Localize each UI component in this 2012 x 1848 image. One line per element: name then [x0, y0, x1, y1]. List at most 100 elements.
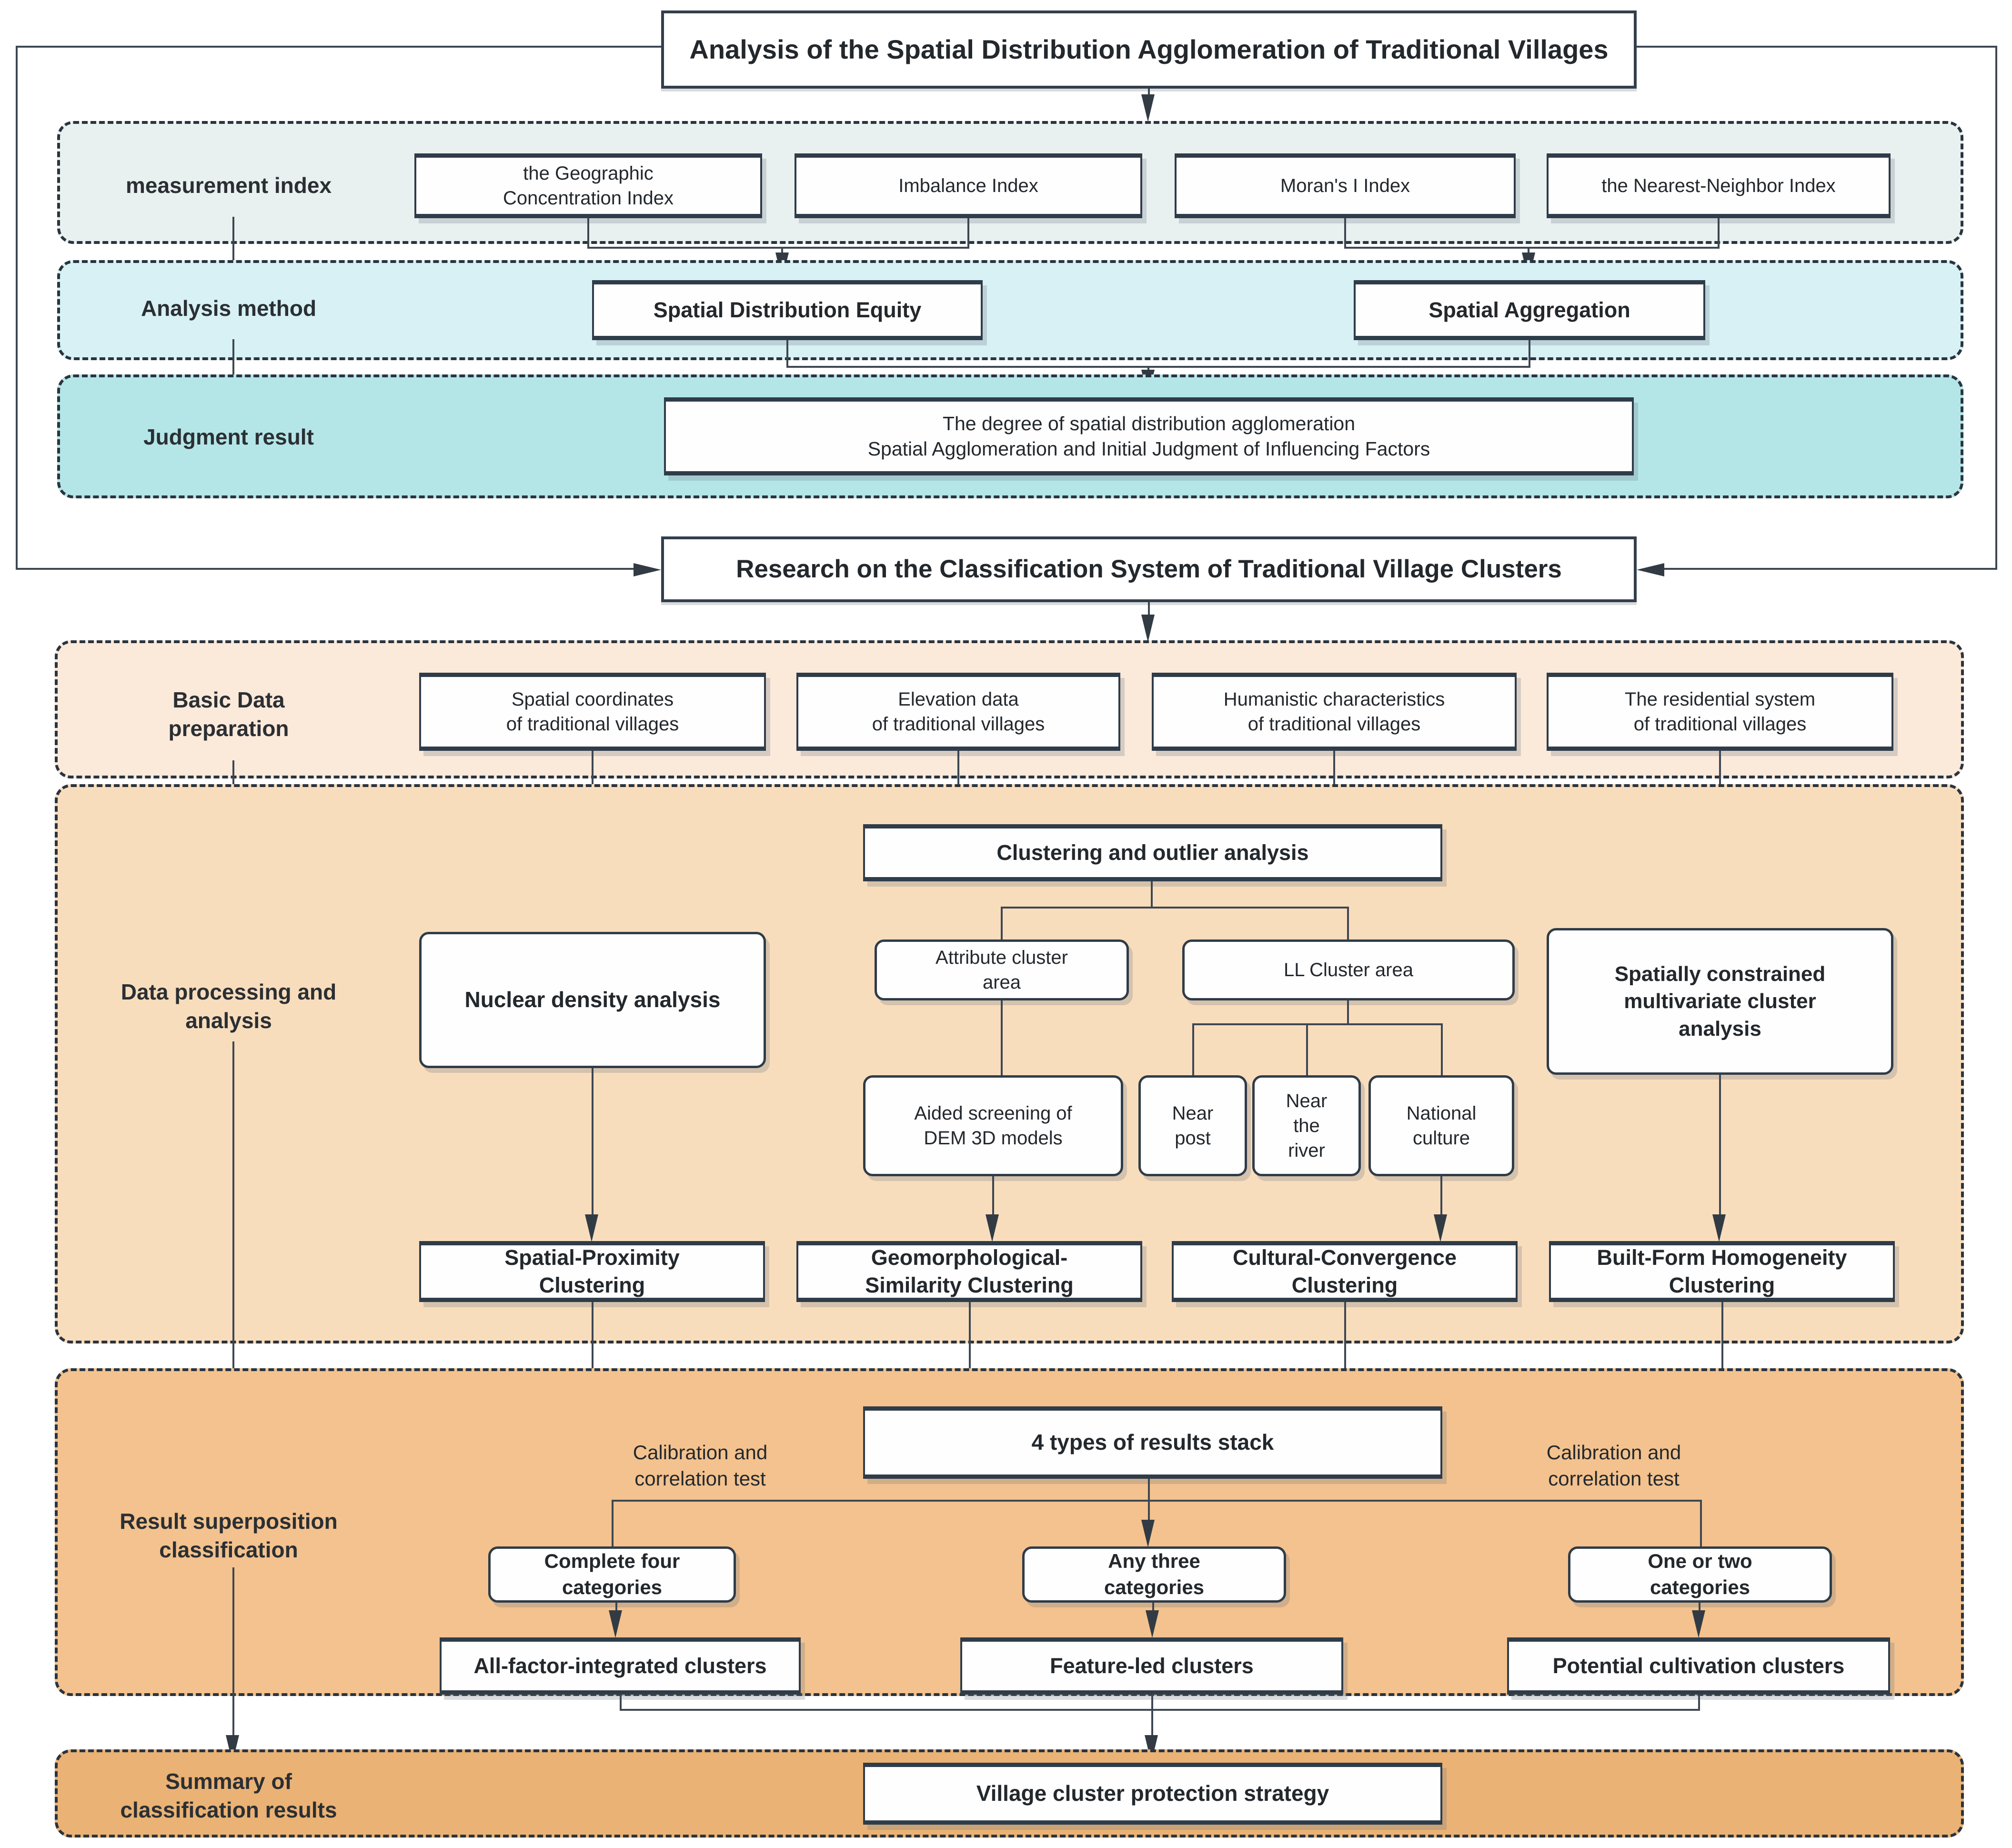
connector-line: [967, 218, 969, 249]
connector-line: [1698, 1695, 1700, 1711]
connector-line: [592, 1068, 594, 1215]
node-built-form-clustering: Built-Form Homogeneity Clustering: [1549, 1241, 1895, 1302]
label-analysis-method: Analysis method: [141, 296, 317, 321]
node-complete-four-categories: Complete four categories: [488, 1546, 736, 1603]
connector-line: [16, 568, 635, 570]
note-calibration-right: Calibration and correlation test: [1546, 1441, 1681, 1490]
arrowhead-down-icon: [1141, 615, 1155, 642]
label-basic-data: Basic Data preparation: [168, 687, 289, 741]
connector-line: [620, 1709, 1700, 1711]
node-near-post: Near post: [1138, 1075, 1247, 1176]
connector-line: [1192, 1023, 1194, 1075]
connector-line: [1347, 907, 1349, 939]
connector-line: [1148, 602, 1150, 618]
connector-line: [587, 247, 969, 249]
connector-line: [1333, 751, 1335, 801]
connector-line: [1663, 568, 1995, 570]
node-spatial-coordinates: Spatial coordinates of traditional villa…: [419, 673, 766, 751]
connector-line: [620, 1695, 622, 1711]
connector-line: [1718, 218, 1720, 249]
label-data-processing: Data processing and analysis: [121, 980, 337, 1033]
node-attribute-cluster-area: Attribute cluster area: [875, 939, 1129, 1000]
connector-line: [232, 339, 234, 395]
arrowhead-down-icon: [1141, 1520, 1155, 1547]
connector-line: [612, 1500, 614, 1546]
connector-line: [1721, 1302, 1723, 1378]
connector-line: [1151, 1709, 1153, 1736]
connector-line: [1151, 881, 1153, 909]
arrowhead-down-icon: [1141, 94, 1155, 122]
title-spatial-distribution-analysis: Analysis of the Spatial Distribution Agg…: [661, 10, 1637, 89]
connector-line: [786, 366, 1530, 368]
node-results-stack: 4 types of results stack: [863, 1406, 1442, 1479]
node-spatial-distribution-equity: Spatial Distribution Equity: [592, 280, 983, 340]
node-aided-screening-dem: Aided screening of DEM 3D models: [863, 1075, 1123, 1176]
node-geomorphological-clustering: Geomorphological- Similarity Clustering: [796, 1241, 1142, 1302]
connector-line: [587, 218, 589, 249]
node-spatial-aggregation: Spatial Aggregation: [1354, 280, 1705, 340]
connector-line: [1347, 1000, 1349, 1025]
connector-line: [615, 1603, 617, 1612]
connector-line: [1344, 218, 1346, 249]
connector-line: [1700, 1500, 1702, 1546]
connector-line: [781, 249, 783, 255]
node-all-factor-clusters: All-factor-integrated clusters: [440, 1637, 801, 1695]
label-summary: Summary of classification results: [120, 1769, 337, 1822]
connector-line: [1441, 1023, 1443, 1075]
arrowhead-down-icon: [585, 1214, 598, 1242]
arrowhead-down-icon: [1434, 1214, 1447, 1242]
node-geographic-concentration-index: the Geographic Concentration Index: [414, 153, 762, 218]
node-village-protection-strategy: Village cluster protection strategy: [863, 1763, 1442, 1825]
arrowhead-down-icon: [986, 1214, 999, 1242]
connector-line: [16, 46, 18, 570]
connector-line: [1306, 1023, 1308, 1075]
node-ll-cluster-area: LL Cluster area: [1182, 939, 1515, 1000]
title-classification-research: Research on the Classification System of…: [661, 536, 1637, 602]
arrowhead-down-icon: [1712, 1214, 1726, 1242]
connector-line: [592, 1302, 594, 1378]
connector-line: [1528, 249, 1529, 255]
node-residential-system: The residential system of traditional vi…: [1547, 673, 1893, 751]
connector-line: [1344, 247, 1720, 249]
node-cultural-convergence-clustering: Cultural-Convergence Clustering: [1172, 1241, 1518, 1302]
node-any-three-categories: Any three categories: [1022, 1546, 1286, 1603]
node-nuclear-density-analysis: Nuclear density analysis: [419, 932, 766, 1068]
arrowhead-down-icon: [1692, 1610, 1705, 1638]
connector-line: [1192, 1023, 1443, 1025]
label-judgment-result: Judgment result: [143, 424, 314, 450]
connector-line: [1719, 1075, 1721, 1215]
connector-line: [1001, 1000, 1003, 1075]
connector-line: [786, 340, 788, 368]
node-judgment-text: The degree of spatial distribution agglo…: [664, 397, 1634, 475]
node-elevation-data: Elevation data of traditional villages: [796, 673, 1120, 751]
node-spatially-constrained-cluster: Spatially constrained multivariate clust…: [1547, 928, 1893, 1075]
connector-line: [992, 1176, 994, 1215]
node-one-or-two-categories: One or two categories: [1568, 1546, 1832, 1603]
connector-line: [612, 1500, 1701, 1502]
note-calibration-left: Calibration and correlation test: [633, 1441, 768, 1490]
node-national-culture: National culture: [1368, 1075, 1514, 1176]
connector-line: [232, 217, 234, 269]
connector-line: [1699, 1603, 1700, 1612]
node-potential-cultivation-clusters: Potential cultivation clusters: [1507, 1637, 1890, 1695]
connector-line: [1152, 1603, 1154, 1612]
node-spatial-proximity-clustering: Spatial-Proximity Clustering: [419, 1241, 765, 1302]
node-nearest-neighbor-index: the Nearest-Neighbor Index: [1547, 153, 1891, 218]
arrowhead-down-icon: [1146, 1610, 1159, 1638]
connector-line: [16, 46, 661, 48]
node-humanistic-characteristics: Humanistic characteristics of traditiona…: [1152, 673, 1517, 751]
arrowhead-right-icon: [634, 563, 661, 576]
arrowhead-left-icon: [1637, 563, 1664, 576]
connector-line: [1151, 1695, 1153, 1711]
node-feature-led-clusters: Feature-led clusters: [960, 1637, 1343, 1695]
connector-line: [1995, 46, 1997, 570]
label-result-superposition: Result superposition classification: [120, 1509, 338, 1562]
node-near-river: Near the river: [1252, 1075, 1361, 1176]
node-imbalance-index: Imbalance Index: [795, 153, 1142, 218]
arrowhead-down-icon: [609, 1610, 622, 1638]
connector-line: [1001, 907, 1349, 909]
label-measurement-index: measurement index: [125, 173, 332, 198]
connector-line: [232, 1041, 234, 1461]
connector-line: [1637, 46, 1997, 48]
